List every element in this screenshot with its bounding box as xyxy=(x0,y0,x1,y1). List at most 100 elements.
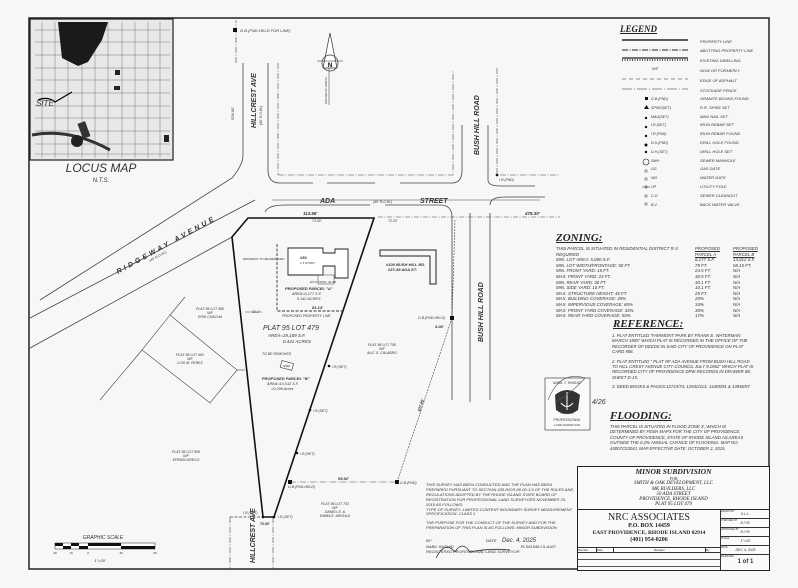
label-text: 1"=30' xyxy=(94,558,105,563)
zoning-row: MIN. REAR YARD: 30 FT.30.1 FT.N/A xyxy=(556,280,763,286)
north-arrow-icon: N MAGNETIC NORTH xyxy=(317,32,343,105)
label-text: N/A xyxy=(733,268,741,274)
label-text: N/A xyxy=(733,313,741,319)
lot-479-boundary xyxy=(231,217,376,518)
label-text: G.B.(FND) xyxy=(651,97,668,101)
legend-label: ABUTTING PROPERTY LINE xyxy=(700,48,754,53)
label-text: MIN. LOT WIDTH/FRONTAGE: 50 FT. xyxy=(556,262,631,268)
label-text: IRON REBAR FOUND xyxy=(700,131,741,137)
house-address: #100 BUSH HILL RD. xyxy=(386,262,425,267)
legend-label: PROPERTY LINE xyxy=(700,39,732,44)
flooding-title: FLOODING: xyxy=(610,410,672,422)
label-text: D.H.(FND) xyxy=(651,140,668,145)
label-text: FOR xyxy=(669,476,678,481)
annotation-text: EX'G CONC. SLAB xyxy=(310,280,336,284)
label-text: 6,177 S.F. xyxy=(695,257,715,263)
label-text: 30 xyxy=(119,551,123,555)
label-text: I.R.(FND) xyxy=(651,132,667,137)
label-text: NRC ASSOCIATES xyxy=(608,512,690,523)
label-text: N/F xyxy=(187,357,194,361)
legend-symbol-text: N/F xyxy=(652,66,659,71)
label-text: SMH xyxy=(651,158,659,163)
zoning-row: MAX. REAR YARD COVERAGE: 50%17%N/A xyxy=(556,313,763,319)
street-label: STREET xyxy=(420,198,448,205)
label-text: 30% xyxy=(695,307,704,313)
annotation-text: 107.45' xyxy=(416,397,425,412)
reference-item: 3. DEED BOOKS & PAGES:12723/74, 12532/11… xyxy=(612,384,750,390)
annotation-text: 475.30' xyxy=(524,211,541,216)
legend-symbols xyxy=(622,39,688,206)
label-text: 60 xyxy=(153,551,157,555)
label-text: MINOR SUBDIVISION xyxy=(635,467,712,476)
label-text: 1 of 1 xyxy=(737,559,754,565)
label-text: ALIC S. CALABRO xyxy=(366,351,397,355)
label-text: GRAPHIC SCALE xyxy=(83,535,124,541)
annotation-text: 3.06' xyxy=(435,324,445,329)
label-text: SPIKE(SET) xyxy=(651,105,671,110)
label-text: B.V. xyxy=(651,202,658,207)
label-text: 0 xyxy=(87,551,89,555)
label-text: GAS GATE xyxy=(700,166,721,172)
label-text: PROPOSED PARCEL A xyxy=(695,246,720,257)
label-text: MAX. BUILDING COVERAGE: 45% xyxy=(556,296,627,302)
label-text: N/F xyxy=(379,347,386,351)
reference-item: 2. PLAT ENTITLED " PLAT OF ADA AVENUE FR… xyxy=(612,358,754,380)
label-text: APPROVED BY xyxy=(721,528,739,531)
house-50 xyxy=(287,247,349,279)
zoning-row: MAX. FRONT YARD: 23 FT.30.5 FT.N/A xyxy=(556,274,763,280)
house-100 xyxy=(379,249,437,285)
title-block-firm: NRC ASSOCIATES P.O. BOX 14459 EAST PROVI… xyxy=(577,509,770,571)
label-text: D.H.(SET) xyxy=(651,149,668,154)
plat-lot: PLAT 95 LOT 479 xyxy=(655,502,692,508)
zoning-table: THIS PARCEL IS SITUATED IN RESIDENTIAL D… xyxy=(556,246,763,319)
label-text: Revision xyxy=(614,548,707,552)
house-note: 1.5 STORY xyxy=(300,261,316,265)
label-text: N.Y.R. xyxy=(740,530,751,534)
parcel-b-acres: =0.299 Acres xyxy=(271,387,293,391)
legend-line-labels: PROPERTY LINE ABUTTING PROPERTY LINE EXI… xyxy=(700,37,753,96)
label-text: MIN. SIDE YARD: 10 FT. xyxy=(556,285,605,291)
label-text: PROFESSIONAL xyxy=(553,418,580,422)
label-text: K.L.L. xyxy=(740,512,751,516)
label-text: UTILITY POLE xyxy=(700,183,727,189)
label-text: N/A xyxy=(733,285,741,291)
annotation-text: SHED xyxy=(283,365,290,368)
zoning-row: MAX. IMPERVIOUS COVERAGE: 65%34%N/A xyxy=(556,302,763,308)
house-number: #50 xyxy=(300,255,307,260)
label-text: DEC 4, 2025 xyxy=(735,548,756,552)
label-text: N/A xyxy=(733,296,741,302)
neighbor-lot-lines xyxy=(99,219,456,483)
label-text: MAX. FRONT YARD: 23 FT. xyxy=(556,273,611,279)
revision-table: Number Date Revision By xyxy=(578,547,720,571)
label-text: WG xyxy=(651,176,658,181)
annotation-text: 536.00' xyxy=(230,107,235,120)
annotation-text: G.B.(FND-HELD) xyxy=(418,316,445,320)
row-label: (40' R.O.W.) xyxy=(373,200,392,204)
label-text: MAX. IMPERVIOUS COVERAGE: 65% xyxy=(556,301,633,307)
label-text: (401) 954-0206 xyxy=(630,537,668,543)
label-text: 58.15 FT. xyxy=(733,262,752,268)
bush-hill-road-label-lower: BUSH HILL ROAD xyxy=(478,282,485,342)
annotation-text: I.R.(SET) xyxy=(332,365,347,369)
label-text: C.O. xyxy=(651,193,659,198)
label-text: ERIK CHACHA xyxy=(198,315,223,319)
zoning-row: MIN. SIDE YARD: 10 FT.10.1 FT.N/A xyxy=(556,285,763,291)
locus-map: SITE xyxy=(29,18,174,161)
label-text: By xyxy=(706,548,710,552)
zoning-title: ZONING: xyxy=(556,232,603,244)
north-label: N xyxy=(328,63,332,69)
label-text: NABIL Y. RASHID xyxy=(553,381,582,385)
flooding-text: THIS PARCEL IS SITUATED IN FLOOD ZONE X,… xyxy=(610,424,744,451)
proposed-property-line xyxy=(276,244,343,312)
label-text: MIN. FRONT YARD: 15 FT. xyxy=(556,268,610,274)
ada-label: ADA xyxy=(319,198,335,205)
label-text: 30 xyxy=(53,551,57,555)
reference-list: 1. PLAT ENTITLED "FAIRMONT PARK BY FRANK… xyxy=(612,333,754,390)
signature xyxy=(435,545,511,559)
locus-map-scale: N.T.S. xyxy=(93,178,109,184)
label-text: Date xyxy=(597,548,614,552)
label-text: PLAT 95 LOT 703 xyxy=(321,502,349,506)
label-text: R.R. SPIKE SET xyxy=(700,104,730,110)
annotation-text: G.B.(FND-HELD) xyxy=(288,485,315,489)
